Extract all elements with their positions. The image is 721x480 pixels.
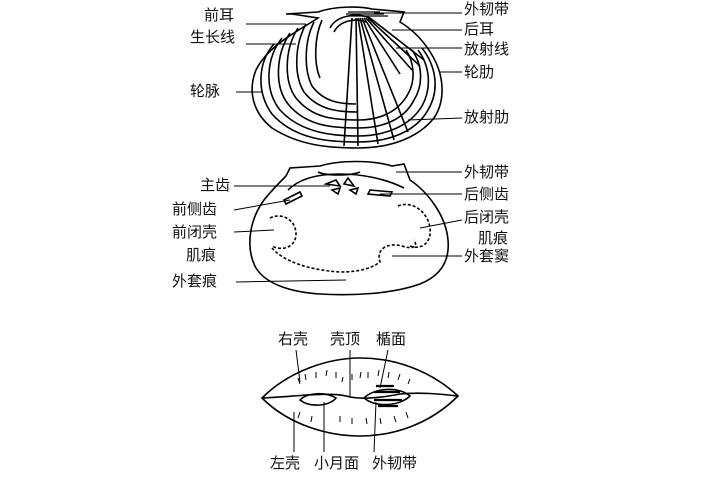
label-external-ligament-inner: 外韧带 xyxy=(464,163,510,181)
label-cardinal-tooth: 主齿 xyxy=(200,176,231,194)
label-radial-line: 放射线 xyxy=(464,40,510,58)
dorsal-outline xyxy=(260,357,460,437)
label-right-valve: 右壳 xyxy=(278,330,309,348)
label-concentric-ridge: 轮脉 xyxy=(190,82,221,100)
shell-exterior xyxy=(251,6,443,149)
top-leaders xyxy=(236,12,463,121)
label-pallial-line: 外套痕 xyxy=(172,272,218,290)
label-anterior-scar: 肌痕 xyxy=(186,246,217,264)
inner-leaders xyxy=(233,171,463,283)
label-anterior-adductor: 前闭壳 xyxy=(172,223,218,241)
label-left-valve: 左壳 xyxy=(270,454,301,472)
label-posterior-ear: 后耳 xyxy=(464,20,495,38)
dorsal-leaders xyxy=(293,349,389,453)
label-posterior-lateral-tooth: 后侧齿 xyxy=(464,185,510,203)
label-escutcheon: 楯面 xyxy=(376,330,407,348)
label-anterior-lateral-tooth: 前侧齿 xyxy=(172,200,218,218)
label-anterior-ear: 前耳 xyxy=(204,6,235,24)
label-radial-rib: 放射肋 xyxy=(464,108,510,126)
label-posterior-scar: 肌痕 xyxy=(478,229,509,247)
label-concentric-rib: 轮肋 xyxy=(464,63,495,81)
shell-dorsal xyxy=(260,357,460,437)
label-external-ligament: 外韧带 xyxy=(464,0,510,18)
interior-outline xyxy=(249,160,449,296)
label-lunule: 小月面 xyxy=(314,454,360,472)
label-pallial-sinus: 外套窦 xyxy=(464,247,510,265)
label-external-ligament-dorsal: 外韧带 xyxy=(372,454,418,472)
label-posterior-adductor: 后闭壳 xyxy=(464,208,510,226)
label-growth-line: 生长线 xyxy=(190,28,236,46)
label-umbo: 壳顶 xyxy=(330,330,361,348)
shell-outline xyxy=(251,6,443,149)
shell-interior xyxy=(249,160,449,296)
